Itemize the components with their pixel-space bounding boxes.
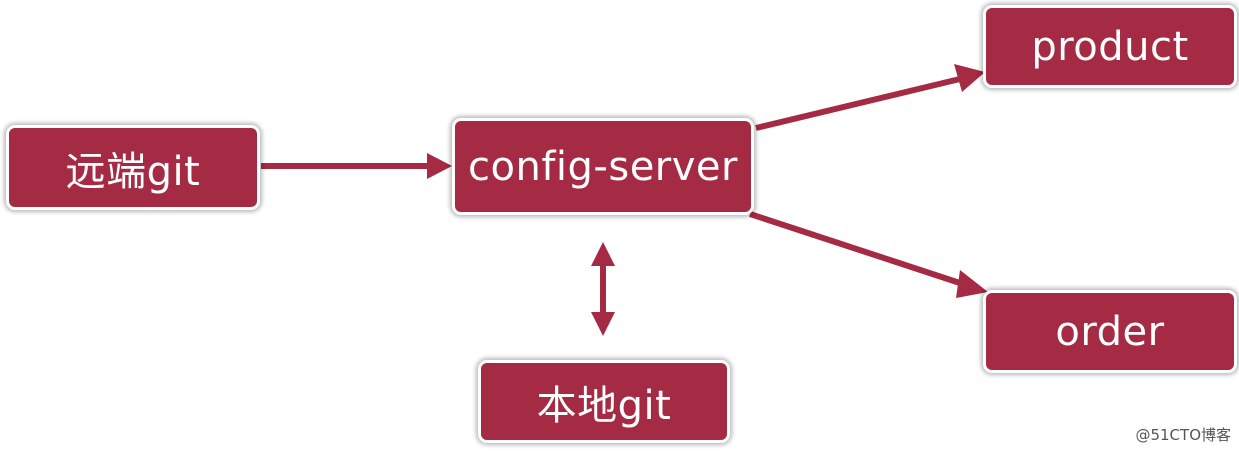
arrow-remote-to-config bbox=[261, 153, 452, 179]
node-local-git-label: 本地git bbox=[536, 382, 672, 429]
node-remote-git: 远端git bbox=[6, 125, 260, 210]
arrow-config-local-bidirectional bbox=[591, 242, 615, 336]
node-config-server: config-server bbox=[452, 118, 754, 215]
arrow-config-to-order bbox=[749, 211, 988, 298]
node-config-server-label: config-server bbox=[468, 143, 738, 190]
node-local-git: 本地git bbox=[478, 360, 730, 443]
node-product-label: product bbox=[1031, 23, 1189, 70]
node-order-label: order bbox=[1055, 308, 1165, 355]
watermark: @51CTO博客 bbox=[1135, 426, 1231, 444]
node-product: product bbox=[983, 5, 1237, 88]
node-remote-git-label: 远端git bbox=[65, 148, 201, 195]
node-order: order bbox=[983, 290, 1237, 373]
arrow-config-to-product bbox=[755, 64, 985, 131]
